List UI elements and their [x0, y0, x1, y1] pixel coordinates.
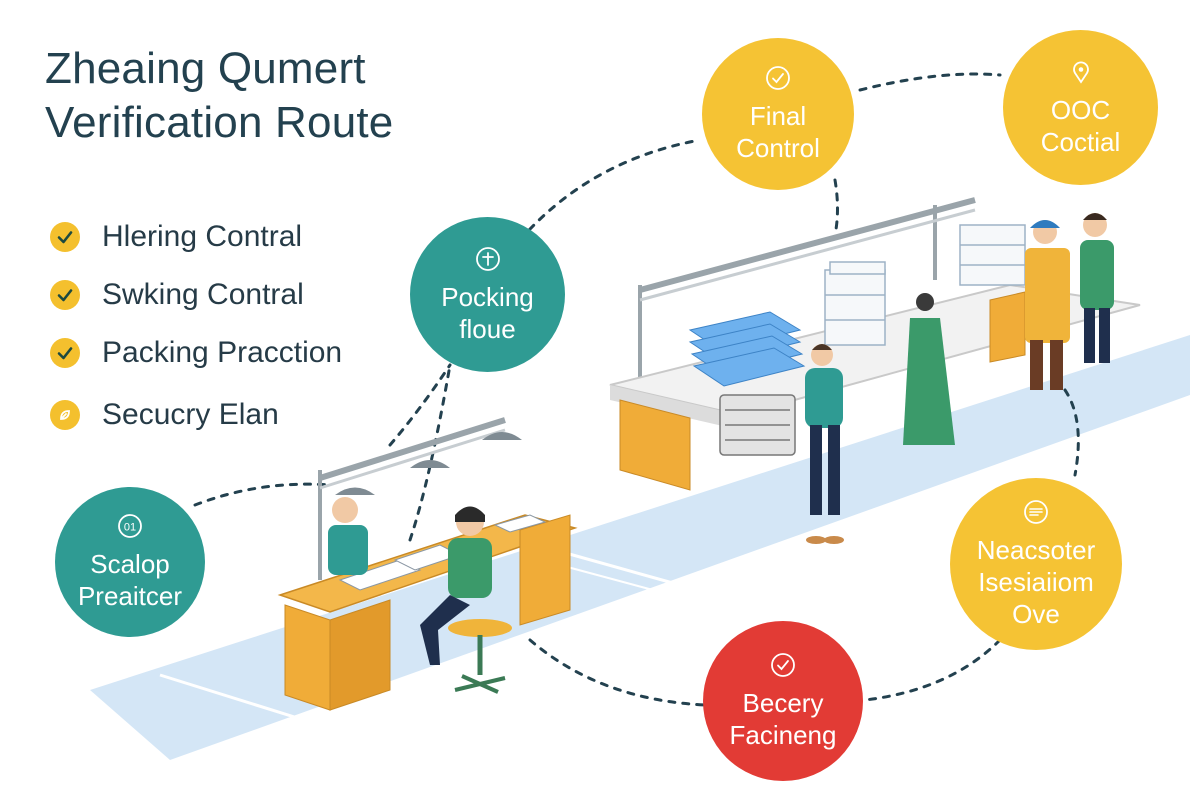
node-becery: Becery Facineng — [703, 621, 863, 781]
check-icon — [50, 280, 80, 310]
checklist-item: Secucry Elan — [50, 386, 342, 444]
check-circle-icon — [771, 653, 795, 677]
node-pocking: Pocking floue — [410, 217, 565, 372]
checklist: Hlering Contral Swking Contral Packing P… — [50, 208, 342, 444]
node-label: Becery Facineng — [729, 688, 837, 750]
node-scalop: 01 Scalop Preaitcer — [55, 487, 205, 637]
checklist-item: Hlering Contral — [50, 208, 342, 266]
far-workstation — [609, 197, 1141, 491]
checklist-label: Hlering Contral — [102, 220, 303, 253]
page-title: Zheaing Qumert Verification Route — [45, 42, 393, 150]
node-label: Pocking floue — [441, 281, 534, 344]
checklist-item: Packing Pracction — [50, 324, 342, 382]
check-icon — [50, 222, 80, 252]
node-final: Final Control — [702, 38, 854, 190]
node-label: Scalop Preaitcer — [77, 549, 183, 611]
node-label: OOC Coctial — [1040, 94, 1121, 157]
number-icon: 01 — [118, 514, 142, 538]
checklist-label: Packing Pracction — [102, 336, 343, 369]
leaf-icon — [50, 400, 80, 430]
plus-circle-icon — [475, 246, 500, 271]
location-pin-icon — [1072, 61, 1089, 84]
checklist-label: Secucry Elan — [102, 398, 279, 431]
node-neacsoter: Neacsoter Isesiaiiom Ove — [950, 478, 1122, 650]
svg-text:01: 01 — [124, 522, 136, 534]
node-label: Neacsoter Isesiaiiom Ove — [976, 535, 1096, 629]
title-line-1: Zheaing Qumert — [45, 44, 366, 93]
near-workstation — [277, 417, 578, 711]
target-icon — [1024, 500, 1048, 524]
node-label: Final Control — [736, 101, 820, 163]
far-workers — [805, 213, 1114, 544]
check-circle-icon — [766, 66, 790, 90]
check-icon — [50, 338, 80, 368]
node-ooc: OOC Coctial — [1003, 30, 1158, 185]
route-dashes — [193, 72, 1080, 707]
checklist-item: Swking Contral — [50, 266, 342, 324]
checklist-label: Swking Contral — [102, 278, 304, 311]
title-line-2: Verification Route — [45, 98, 394, 147]
